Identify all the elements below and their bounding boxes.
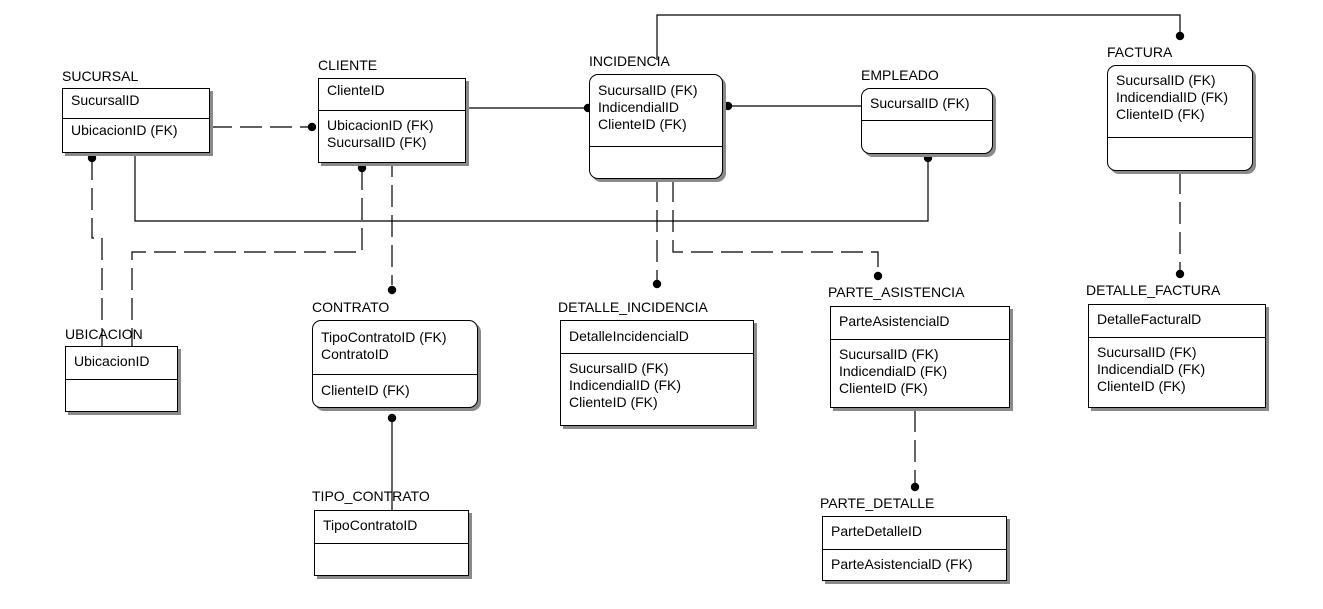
entity-title-detalle-factura: DETALLE_FACTURA: [1086, 282, 1221, 298]
entity-title-incidencia: INCIDENCIA: [589, 53, 670, 69]
pk-section: TipoContratoID: [315, 511, 468, 544]
attr-section: SucursalID (FK) IndicendialD (FK) Client…: [831, 340, 1009, 397]
pk-section: ParteAsistencialD: [831, 307, 1009, 340]
pk-section: SucursalID: [63, 89, 209, 119]
entity-title-contrato: CONTRATO: [312, 299, 390, 315]
entity-detalle-factura[interactable]: DetalleFacturalD SucursalID (FK) Indicen…: [1088, 304, 1266, 408]
entity-title-tipo-contrato: TIPO_CONTRATO: [312, 488, 430, 504]
entity-title-cliente: CLIENTE: [318, 57, 378, 73]
cardinality-dot: [910, 482, 920, 492]
attr-section: ParteAsistencialD (FK): [823, 550, 1006, 573]
cardinality-dot: [723, 101, 733, 111]
attribute: SucursalID (FK): [327, 134, 427, 150]
pk-section: ClienteID: [319, 79, 465, 111]
attribute: SucursalID (FK): [1097, 344, 1197, 360]
cardinality-dot: [1175, 31, 1185, 41]
cardinality-dot: [357, 163, 367, 173]
entity-title-parte-asistencia: PARTE_ASISTENCIA: [828, 284, 965, 300]
entity-title-detalle-incidencia: DETALLE_INCIDENCIA: [558, 299, 708, 315]
attribute: SucursalID (FK): [1116, 72, 1216, 88]
rel-sucursal-ubicacion: [91, 158, 103, 346]
attribute: ClienteID (FK): [598, 116, 687, 132]
rel-incidencia-parte: [672, 180, 879, 274]
entity-empleado[interactable]: SucursalID (FK): [861, 88, 993, 154]
cardinality-dot: [873, 271, 883, 281]
attribute: SucursalID (FK): [839, 346, 939, 362]
attribute: ClienteID (FK): [1097, 378, 1186, 394]
attribute: ClienteID (FK): [1116, 106, 1205, 122]
attr-section: SucursalID (FK) IndicendialID (FK) Clien…: [561, 354, 753, 411]
attribute: TipoContratoID (FK): [321, 329, 447, 345]
cardinality-dot: [307, 122, 317, 132]
entity-parte-detalle[interactable]: ParteDetalleID ParteAsistencialD (FK): [822, 516, 1007, 581]
attribute: ParteAsistencialD: [839, 313, 950, 329]
attr-section: SucursalID (FK) IndicendialD (FK) Client…: [1089, 338, 1265, 395]
attribute: SucursalID (FK): [870, 95, 970, 111]
entity-incidencia[interactable]: SucursalID (FK) IndicendialID ClienteID …: [589, 74, 723, 179]
entity-factura[interactable]: SucursalID (FK) IndicendialID (FK) Clien…: [1107, 65, 1253, 171]
cardinality-dot: [87, 153, 97, 163]
pk-section: DetalleIncidencialD: [561, 321, 753, 354]
attribute: ClienteID (FK): [569, 394, 658, 410]
attribute: ParteDetalleID: [831, 523, 923, 539]
rel-sucursal-empleado: [134, 153, 929, 222]
attribute: SucursalID (FK): [598, 82, 698, 98]
attribute: IndicendialD (FK): [1097, 361, 1206, 377]
attribute: ClienteID (FK): [839, 380, 928, 396]
entity-title-ubicacion: UBICACION: [65, 326, 143, 342]
attribute: IndicendialID (FK): [1116, 89, 1229, 105]
entity-cliente[interactable]: ClienteID UbicacionID (FK) SucursalID (F…: [318, 78, 466, 163]
cardinality-dot: [1175, 269, 1185, 279]
pk-section: ParteDetalleID: [823, 517, 1006, 550]
entity-detalle-incidencia[interactable]: DetalleIncidencialD SucursalID (FK) Indi…: [560, 320, 754, 426]
attr-section: ClienteID (FK): [313, 375, 477, 399]
entity-title-empleado: EMPLEADO: [861, 67, 939, 83]
cardinality-dot: [652, 279, 662, 289]
attribute: DetalleIncidencialD: [569, 328, 689, 344]
attribute: TipoContratoID: [323, 517, 418, 533]
attribute: SucursalID: [71, 92, 140, 108]
attribute: IndicendialID (FK): [569, 377, 682, 393]
pk-section: UbicacionID: [66, 347, 177, 380]
entity-contrato[interactable]: TipoContratoID (FK) ContratoID ClienteID…: [312, 320, 478, 408]
pk-section: SucursalID (FK): [862, 89, 992, 121]
cardinality-dot: [923, 153, 933, 163]
attribute: UbicacionID (FK): [71, 122, 178, 138]
entity-parte-asistencia[interactable]: ParteAsistencialD SucursalID (FK) Indice…: [830, 306, 1010, 408]
attribute: ContratoID: [321, 346, 389, 362]
entity-title-sucursal: SUCURSAL: [62, 68, 139, 84]
rel-incidencia-factura: [656, 14, 1181, 60]
pk-section: DetalleFacturalD: [1089, 305, 1265, 338]
attr-section: UbicacionID (FK): [63, 119, 209, 139]
pk-section: SucursalID (FK) IndicendialID ClienteID …: [590, 75, 722, 147]
entity-tipo-contrato[interactable]: TipoContratoID: [314, 510, 469, 576]
attribute: IndicendialID: [598, 99, 679, 115]
attribute: UbicacionID: [74, 353, 150, 369]
attr-section: UbicacionID (FK) SucursalID (FK): [319, 111, 465, 151]
pk-section: SucursalID (FK) IndicendialID (FK) Clien…: [1108, 66, 1252, 138]
entity-title-parte-detalle: PARTE_DETALLE: [820, 495, 935, 511]
attribute: ClienteID (FK): [321, 382, 410, 398]
attribute: SucursalID (FK): [569, 360, 669, 376]
attribute: ClienteID: [327, 82, 385, 98]
rel-cliente-ubicacion: [131, 168, 363, 346]
entity-sucursal[interactable]: SucursalID UbicacionID (FK): [62, 88, 210, 153]
attribute: DetalleFacturalD: [1097, 311, 1202, 327]
attribute: UbicacionID (FK): [327, 117, 434, 133]
entity-title-factura: FACTURA: [1107, 44, 1173, 60]
attribute: ParteAsistencialD (FK): [831, 556, 973, 572]
cardinality-dot: [387, 413, 397, 423]
cardinality-dot: [387, 285, 397, 295]
attribute: IndicendialD (FK): [839, 363, 948, 379]
pk-section: TipoContratoID (FK) ContratoID: [313, 321, 477, 375]
entity-ubicacion[interactable]: UbicacionID: [65, 346, 178, 412]
